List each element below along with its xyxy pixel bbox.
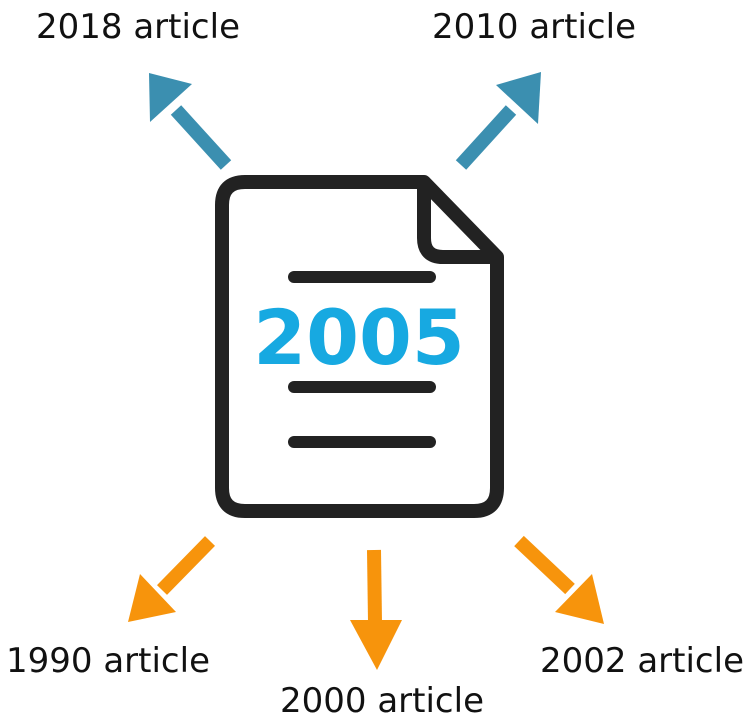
arrow-to-2010-article (455, 72, 541, 170)
label-2002-article: 2002 article (540, 641, 744, 681)
document-year: 2005 (253, 293, 465, 382)
label-2000-article: 2000 article (280, 681, 484, 721)
arrow-to-2000-article (350, 549, 402, 670)
arrow-to-1990-article (128, 536, 216, 622)
arrow-to-2002-article (514, 535, 604, 624)
document-icon: 2005 (215, 175, 504, 518)
label-2010-article: 2010 article (432, 7, 636, 47)
label-2018-article: 2018 article (36, 7, 240, 47)
label-1990-article: 1990 article (6, 641, 210, 681)
document-fold (417, 182, 497, 264)
document-outline (215, 175, 504, 518)
arrow-to-2018-article (149, 73, 232, 170)
